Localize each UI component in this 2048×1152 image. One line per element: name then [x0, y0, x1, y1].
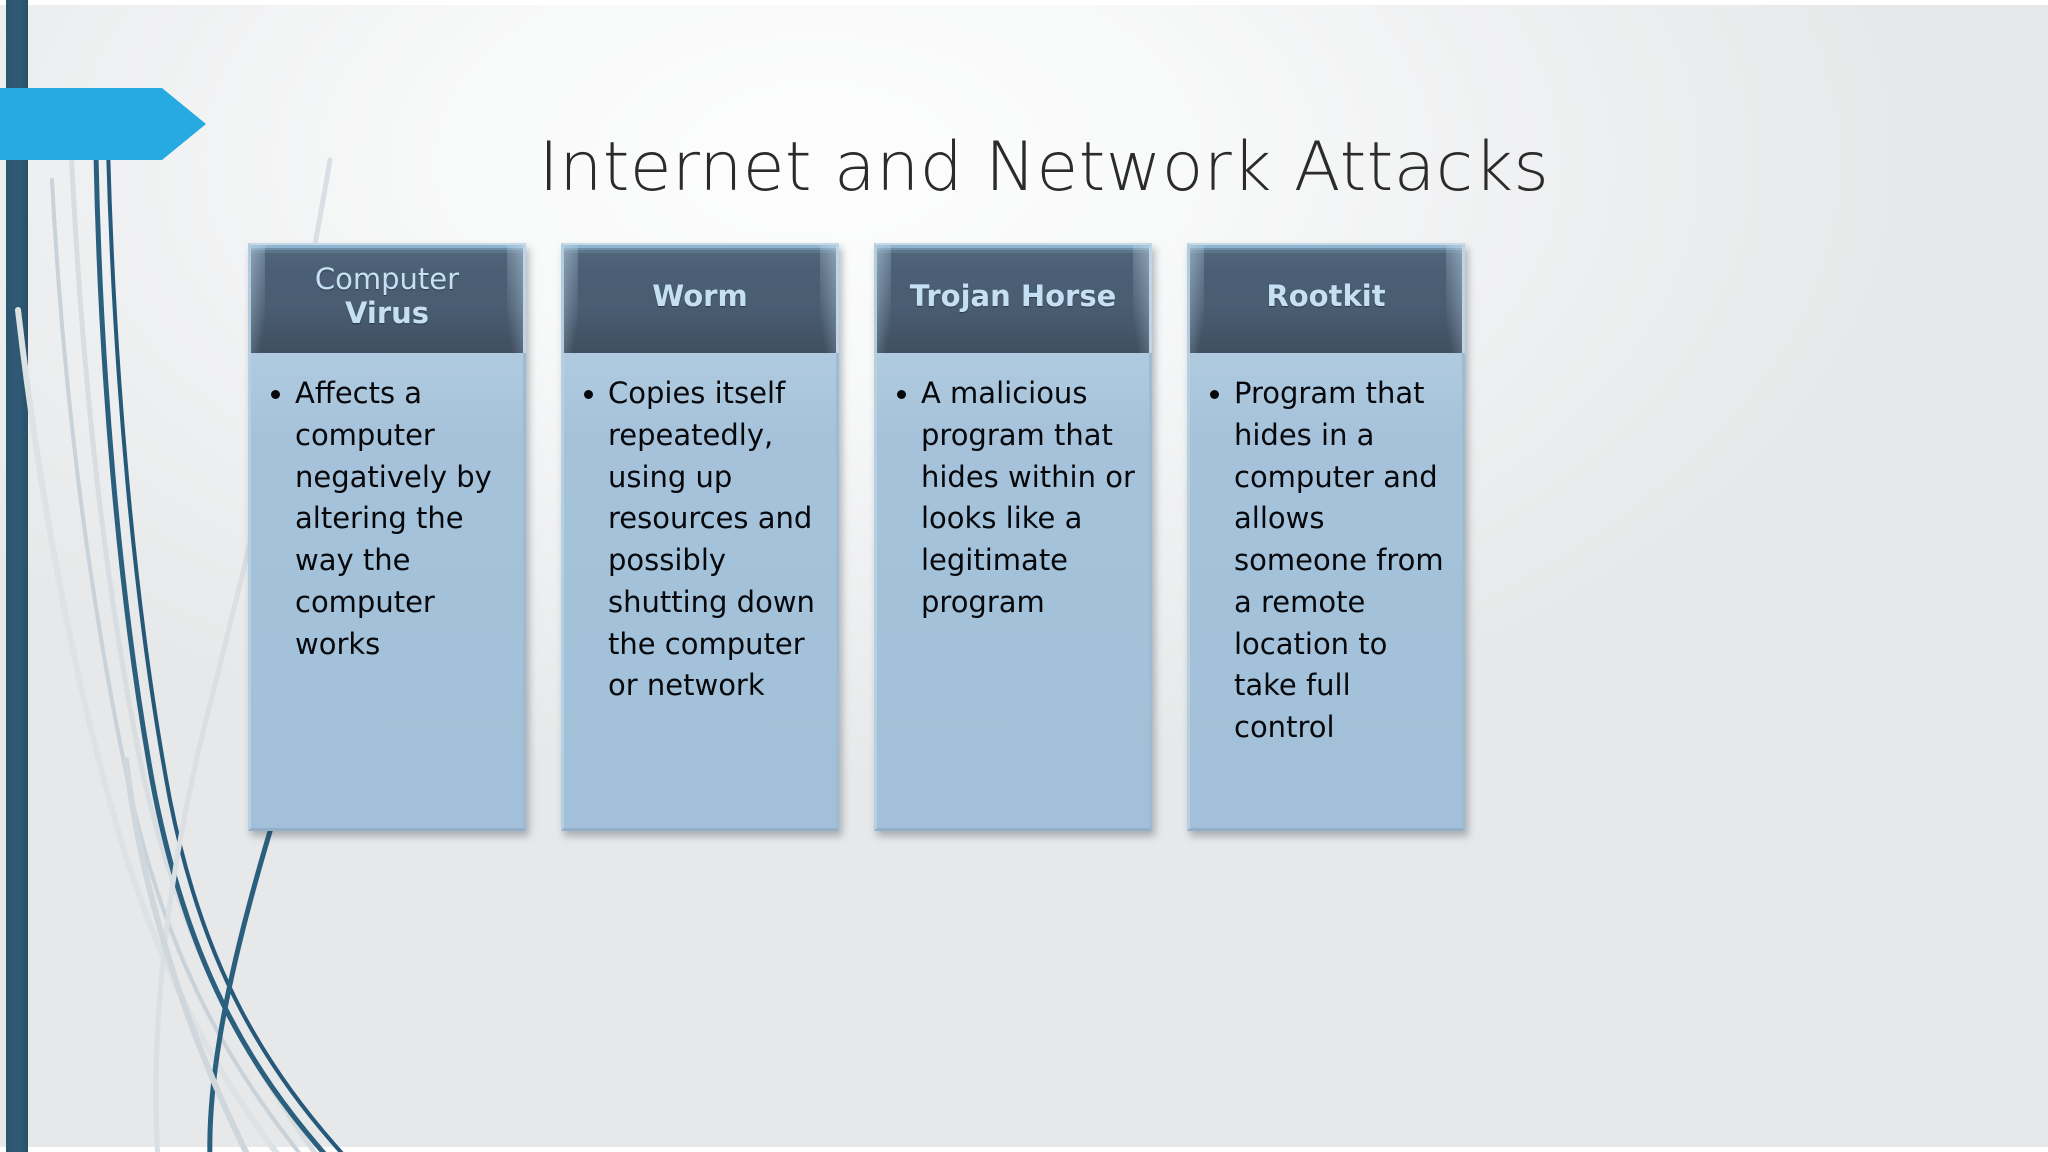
attack-type-card-row: Computer Virus Affects a computer negati…: [248, 243, 1768, 831]
bullet-list: Affects a computer negatively by alterin…: [265, 373, 515, 665]
card-body-trojan-horse: A malicious program that hides within or…: [874, 353, 1152, 831]
page-title: Internet and Network Attacks: [538, 127, 1550, 207]
attack-card-rootkit[interactable]: Rootkit Program that hides in a computer…: [1187, 243, 1465, 831]
arrow-banner-decoration: [0, 88, 206, 160]
card-header-computer-virus: Computer Virus: [248, 243, 526, 353]
attack-card-trojan-horse[interactable]: Trojan Horse A malicious program that hi…: [874, 243, 1152, 831]
card-header-worm: Worm: [561, 243, 839, 353]
bullet-list: Copies itself repeatedly, using up resou…: [578, 373, 828, 707]
card-header-trojan-horse: Trojan Horse: [874, 243, 1152, 353]
list-item: Affects a computer negatively by alterin…: [265, 373, 515, 665]
card-body-rootkit: Program that hides in a computer and all…: [1187, 353, 1465, 831]
list-item: Copies itself repeatedly, using up resou…: [578, 373, 828, 707]
attack-card-worm[interactable]: Worm Copies itself repeatedly, using up …: [561, 243, 839, 831]
card-title-line: Rootkit: [1266, 279, 1386, 314]
card-title-line: Virus: [344, 296, 430, 330]
slide-bottom-edge: [0, 1147, 2048, 1152]
card-title-line: Trojan Horse: [909, 279, 1117, 314]
card-body-worm: Copies itself repeatedly, using up resou…: [561, 353, 839, 831]
bullet-list: A malicious program that hides within or…: [891, 373, 1141, 624]
list-item: A malicious program that hides within or…: [891, 373, 1141, 624]
list-item: Program that hides in a computer and all…: [1204, 373, 1454, 749]
bullet-list: Program that hides in a computer and all…: [1204, 373, 1454, 749]
card-header-rootkit: Rootkit: [1187, 243, 1465, 353]
slide-top-edge: [0, 0, 2048, 5]
attack-card-computer-virus[interactable]: Computer Virus Affects a computer negati…: [248, 243, 526, 831]
card-body-computer-virus: Affects a computer negatively by alterin…: [248, 353, 526, 831]
card-title-line: Computer: [314, 262, 460, 297]
card-title-line: Worm: [652, 279, 748, 314]
